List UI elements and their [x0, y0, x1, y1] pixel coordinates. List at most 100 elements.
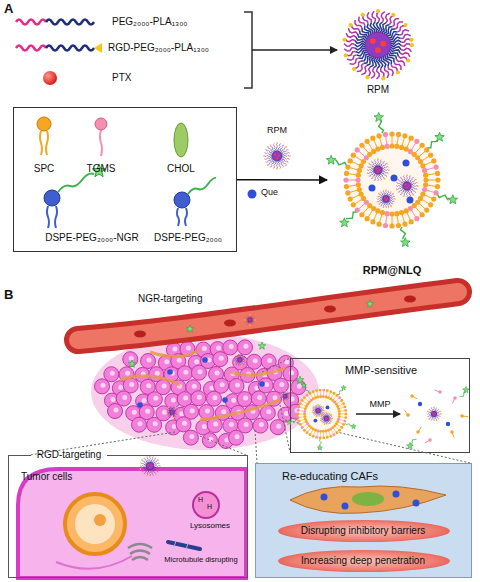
peg-chain [396, 185, 399, 187]
lipid-tail [336, 400, 338, 401]
peg-chain [282, 145, 284, 148]
box-heading: RGD-targeting [31, 449, 107, 460]
peg-chain [350, 58, 359, 64]
lipid-head [355, 147, 360, 152]
tumor-cell [229, 430, 244, 445]
peg-chain [400, 53, 410, 57]
liposome-body [346, 134, 438, 226]
lipid-tail [334, 398, 335, 400]
peg-chain [140, 468, 143, 469]
micelle-core [365, 32, 391, 58]
peg-chain [253, 321, 254, 323]
lipid-head [434, 164, 439, 169]
lipid-tail [331, 430, 332, 432]
cell-nucleus [276, 424, 281, 429]
rgd-ligand [440, 413, 442, 415]
lipid-head [423, 177, 428, 182]
lipid-head [431, 158, 436, 163]
rgd-ligand [245, 359, 247, 361]
peg-chain [253, 319, 255, 320]
rgd-ligand [440, 411, 442, 413]
leader-line [262, 358, 290, 372]
peg-chain [144, 471, 146, 473]
rgd-ligand [417, 185, 419, 187]
peg-chain [412, 177, 414, 180]
rgd-ligand [284, 400, 286, 402]
tumor-cell [147, 417, 162, 432]
rgd-ligand [384, 178, 386, 180]
pla-chain [387, 193, 388, 196]
peg-chain [371, 176, 373, 179]
lipid-head [402, 222, 407, 227]
lipid-head [399, 210, 404, 215]
golgi [130, 551, 150, 555]
cell-nucleus [186, 345, 191, 350]
cell-nucleus [235, 382, 240, 387]
micelle-core [383, 196, 390, 203]
peg-chain [344, 48, 355, 51]
micelle-core [272, 151, 282, 161]
lipid-head [351, 202, 356, 207]
pla-chain [380, 200, 383, 201]
ptx-drug [240, 359, 241, 360]
pla-chain [404, 190, 405, 193]
cell-nucleus [244, 422, 249, 427]
effect-ellipse: Increasing deep penetration [278, 550, 450, 572]
lipid-head [322, 389, 325, 392]
cell-nucleus [177, 358, 182, 363]
lipid-tail [392, 140, 393, 144]
pla-chain [378, 174, 379, 177]
ptx-drug [325, 417, 326, 418]
tumor-cell [176, 417, 191, 432]
micelle-core [283, 394, 287, 398]
lipid-tail [356, 195, 360, 197]
quercetin-dot [259, 381, 265, 387]
peg-chain [235, 361, 237, 363]
micelle-core [170, 410, 175, 415]
rgd-ligand [177, 411, 179, 413]
lipid-head [322, 437, 325, 440]
peg-chain [240, 364, 242, 366]
pla-chain [381, 164, 383, 167]
ngr-star [258, 342, 266, 349]
rgd-box: RGD-targetingTumor cellsLysosomesMicrotu… [8, 455, 248, 578]
peg-chain [277, 143, 278, 147]
rgd-ligand [146, 475, 148, 477]
pla-block [46, 20, 94, 25]
micelle-core [146, 462, 154, 470]
tumor-cell [123, 352, 138, 367]
cell-nucleus [132, 410, 137, 415]
peg-chain [244, 357, 246, 359]
rgd-ligand [263, 155, 265, 157]
lipid-tail [312, 396, 313, 398]
lipid-tail [312, 430, 313, 432]
peg-chain [236, 355, 237, 357]
lipid-head [301, 426, 304, 429]
peg-chain [147, 456, 148, 459]
peg-chain [271, 145, 273, 149]
targeting-label: NGR-targeting [138, 293, 238, 304]
lipid-tail [55, 206, 57, 228]
peg-chain [152, 457, 153, 460]
pla-chain [411, 183, 414, 185]
lipid-tail [320, 391, 321, 393]
rgd-ligand [406, 174, 408, 176]
pla-chain [382, 202, 384, 204]
lipid-head [424, 208, 429, 213]
lipid-head [344, 416, 347, 419]
peg-chain [281, 164, 283, 168]
cell-nucleus [259, 422, 264, 427]
microtubule-break [186, 543, 188, 550]
rgd-ligand [155, 473, 157, 475]
pla-chain [278, 161, 280, 165]
cell-nucleus [164, 359, 169, 364]
peg-chain [315, 406, 316, 408]
lipid-head [380, 145, 385, 150]
tumor-cell [95, 379, 110, 394]
carrier-label: RPM [261, 126, 293, 136]
ngr-star [435, 132, 445, 141]
cell-nucleus [243, 344, 248, 349]
peg-chain [377, 178, 379, 181]
peg-chain [321, 416, 323, 418]
rgd-ligand [367, 173, 369, 175]
